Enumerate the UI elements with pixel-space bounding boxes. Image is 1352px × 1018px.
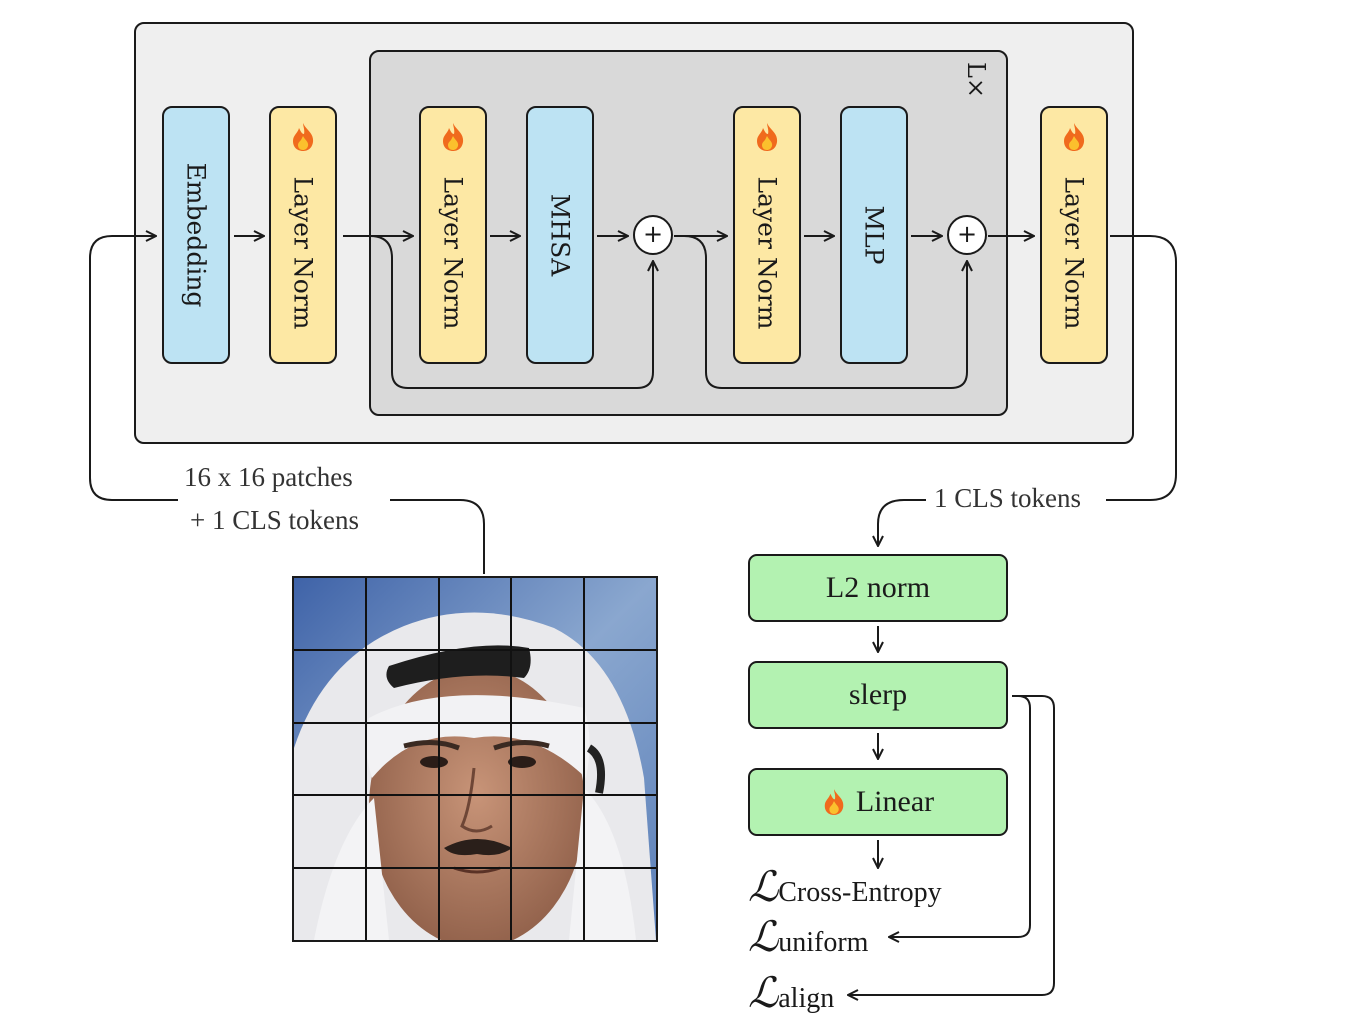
loss-align: ℒalign bbox=[748, 968, 835, 1017]
mlp-block: MLP bbox=[840, 106, 908, 364]
layer-norm-label: Layer Norm bbox=[1059, 176, 1089, 330]
linear-label: Linear bbox=[855, 785, 935, 818]
layer-norm-block-3: Layer Norm bbox=[733, 106, 801, 364]
layer-norm-block-final: Layer Norm bbox=[1040, 106, 1108, 364]
residual-add-2: + bbox=[947, 215, 987, 255]
flame-icon bbox=[293, 123, 314, 151]
l2-norm-block: L2 norm bbox=[748, 554, 1008, 622]
slerp-block: slerp bbox=[748, 661, 1008, 729]
mhsa-block: MHSA bbox=[526, 106, 594, 364]
repeat-count-label: L× bbox=[962, 61, 991, 99]
layer-norm-block-1: Layer Norm bbox=[269, 106, 337, 364]
embedding-block: Embedding bbox=[162, 106, 230, 364]
layer-norm-label: Layer Norm bbox=[438, 176, 468, 330]
patches-caption-line1: 16 x 16 patches bbox=[176, 462, 361, 493]
flame-icon bbox=[443, 123, 464, 151]
loss-uniform: ℒuniform bbox=[748, 912, 869, 961]
patches-caption-line2: + 1 CLS tokens bbox=[182, 505, 367, 536]
layer-norm-block-2: Layer Norm bbox=[419, 106, 487, 364]
residual-add-1: + bbox=[633, 215, 673, 255]
mhsa-label: MHSA bbox=[545, 193, 575, 277]
linear-block: Linear bbox=[748, 768, 1008, 836]
cls-caption: 1 CLS tokens bbox=[926, 483, 1090, 514]
loss-cross-entropy: ℒCross-Entropy bbox=[748, 862, 942, 911]
flame-icon bbox=[824, 789, 844, 815]
embedding-label: Embedding bbox=[181, 162, 211, 308]
layer-norm-label: Layer Norm bbox=[752, 176, 782, 330]
mlp-label: MLP bbox=[859, 205, 889, 265]
flame-icon bbox=[757, 123, 778, 151]
slerp-label: slerp bbox=[848, 678, 908, 711]
l2-norm-label: L2 norm bbox=[825, 571, 931, 604]
face-photo bbox=[294, 578, 656, 940]
layer-norm-label: Layer Norm bbox=[288, 176, 318, 330]
input-face-image bbox=[292, 576, 658, 942]
flame-icon bbox=[1064, 123, 1085, 151]
